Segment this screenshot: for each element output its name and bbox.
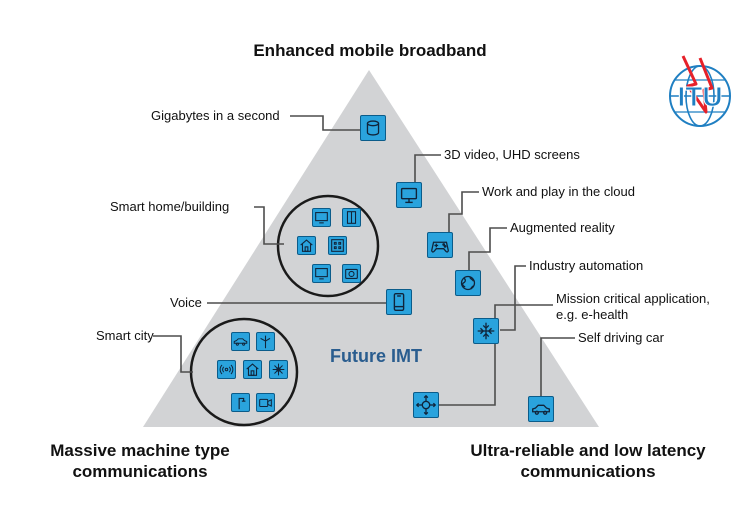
house-icon [243,360,262,379]
database-icon [360,115,386,141]
connector-smart-home [254,206,284,245]
video-camera-icon [256,393,275,412]
tv-icon [312,264,331,283]
window-icon [342,208,361,227]
arrows-in-icon [473,318,499,344]
connector-smart-city [153,335,193,373]
future-imt-label: Future IMT [330,346,422,366]
globe-icon [455,270,481,296]
corner-bottom-left-title: Massive machine type communications [30,440,250,482]
corner-bottom-right-line-2: communications [520,462,656,481]
target-arrows-icon [413,392,439,418]
corner-bottom-left-line-1: Massive machine type [50,441,230,460]
lightning-icon [681,55,714,114]
building-icon [328,236,347,255]
street-light-icon [231,393,250,412]
car-icon [528,396,554,422]
connector-industry [500,265,526,331]
connector-ar [468,227,507,270]
connector-gigabytes [290,115,360,131]
tv-icon [312,208,331,227]
house-icon [297,236,316,255]
smart-home-circle [276,194,380,298]
itu-logo: ITU [669,55,731,127]
label-smart-city: Smart city [96,328,154,343]
car-icon [231,332,250,351]
label-cloud: Work and play in the cloud [482,184,635,199]
label-mission-line-2: e.g. e-health [556,307,629,322]
connector-video [414,154,441,182]
corner-bottom-right-title: Ultra-reliable and low latency communica… [448,440,728,482]
corner-bottom-right-line-1: Ultra-reliable and low latency [470,441,706,460]
connector-mission [438,304,553,406]
monitor-icon [396,182,422,208]
connector-lines [153,115,575,406]
wind-turbine-icon [256,332,275,351]
broadcast-icon [217,360,236,379]
label-gigabytes: Gigabytes in a second [151,108,280,123]
label-ar: Augmented reality [510,220,615,235]
itu-logo-text: ITU [677,81,722,112]
label-mission-line-1: Mission critical application, [556,291,710,306]
corner-top-title: Enhanced mobile broadband [253,41,487,60]
label-smart-home: Smart home/building [110,199,230,214]
satellite-icon [269,360,288,379]
smartphone-icon [386,289,412,315]
game-controller-icon [427,232,453,258]
label-industry: Industry automation [529,258,644,273]
camera-icon [342,264,361,283]
label-video: 3D video, UHD screens [444,147,580,162]
corner-bottom-left-line-2: communications [72,462,208,481]
connector-self-driving [540,337,575,397]
label-voice: Voice [170,295,202,310]
connector-cloud [448,191,479,232]
label-self-driving: Self driving car [578,330,664,345]
